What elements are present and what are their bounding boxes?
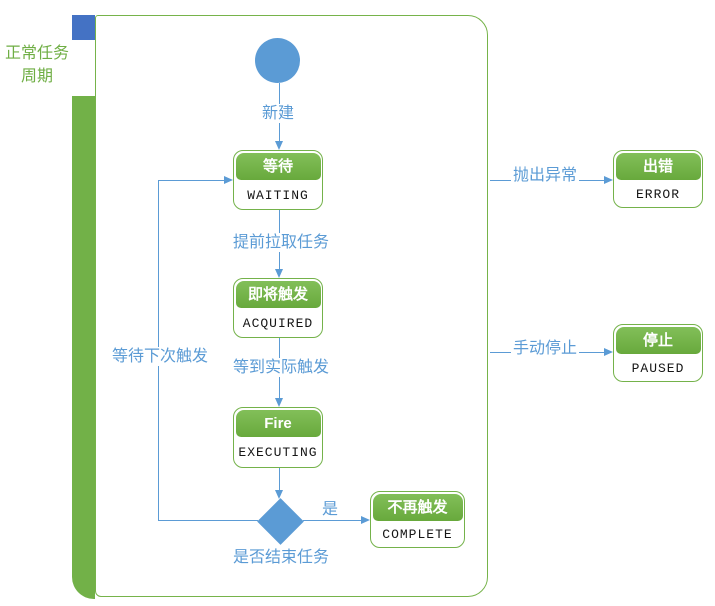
arrowhead-icon — [604, 347, 613, 356]
edge-label-throw-exception[interactable]: 抛出异常 — [511, 166, 580, 185]
edge-label-prefetch[interactable]: 提前拉取任务 — [231, 233, 332, 252]
edge-executing-decision — [278, 468, 280, 491]
lane-tab-blue — [72, 15, 95, 40]
state-executing-code: EXECUTING — [238, 445, 318, 460]
state-acquired[interactable]: 即将触发 ACQUIRED — [233, 278, 323, 338]
edge-label-actual-trigger[interactable]: 等到实际触发 — [231, 358, 332, 377]
lane-title-line1: 正常任务 — [4, 45, 69, 62]
edge-label-yes[interactable]: 是 — [320, 500, 341, 519]
arrowhead-icon — [274, 490, 283, 499]
edge-label-create[interactable]: 新建 — [260, 104, 297, 123]
state-waiting-title: 等待 — [235, 152, 321, 180]
lane-edge-bar — [72, 96, 95, 599]
state-complete[interactable]: 不再触发 COMPLETE — [370, 491, 465, 548]
state-complete-code: COMPLETE — [382, 527, 453, 542]
lane-title-line2: 周期 — [20, 68, 53, 85]
state-acquired-code: ACQUIRED — [242, 315, 314, 331]
arrowhead-icon — [274, 398, 283, 407]
state-paused-code: PAUSED — [631, 360, 685, 376]
state-error-code: ERROR — [635, 186, 680, 202]
arrowhead-icon — [224, 175, 233, 184]
lane-container[interactable] — [95, 15, 488, 597]
edge-decision-complete — [303, 520, 362, 522]
decision-label[interactable]: 是否结束任务 — [231, 548, 332, 567]
state-acquired-title: 即将触发 — [235, 280, 321, 308]
edge-loop-bottom — [158, 520, 258, 522]
state-paused-title: 停止 — [615, 326, 701, 354]
state-complete-title: 不再触发 — [372, 493, 463, 521]
state-waiting-code: WAITING — [247, 187, 309, 203]
edge-label-wait-next-trigger[interactable]: 等待下次触发 — [110, 347, 211, 366]
state-executing-title: Fire — [235, 409, 321, 437]
arrowhead-icon — [274, 141, 283, 150]
lane-title[interactable]: 正常任务 周期 — [4, 42, 70, 88]
start-node[interactable] — [255, 38, 300, 83]
state-waiting[interactable]: 等待 WAITING — [233, 150, 323, 210]
arrowhead-icon — [274, 269, 283, 278]
arrowhead-icon — [604, 175, 613, 184]
state-executing[interactable]: Fire EXECUTING — [233, 407, 323, 468]
edge-loop-top — [158, 179, 224, 181]
state-paused[interactable]: 停止 PAUSED — [613, 324, 703, 382]
edge-label-manual-stop[interactable]: 手动停止 — [511, 339, 580, 358]
state-error-title: 出错 — [615, 152, 701, 180]
state-error[interactable]: 出错 ERROR — [613, 150, 703, 208]
arrowhead-icon — [361, 515, 370, 524]
